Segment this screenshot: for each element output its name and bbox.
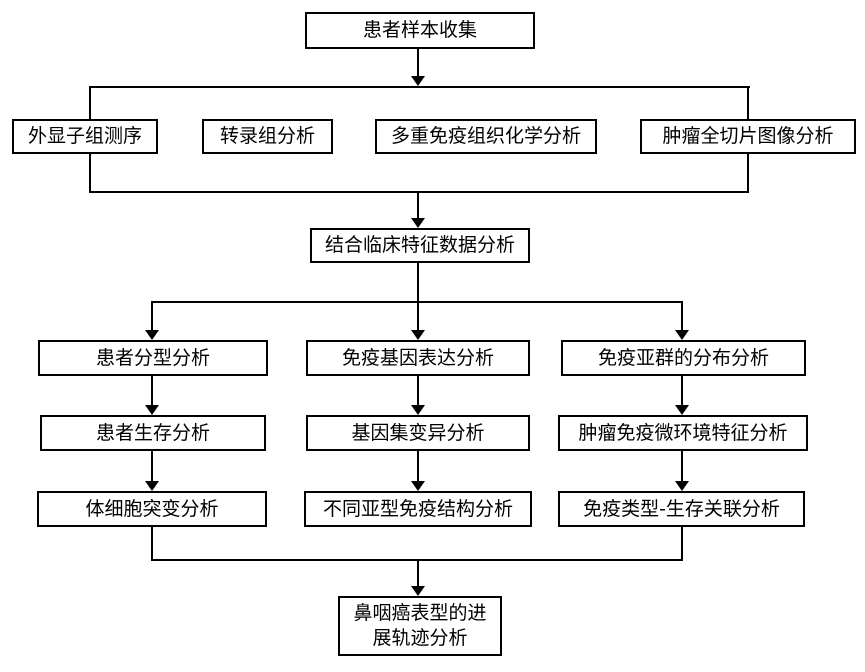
node-whole-exome-sequencing: 外显子组测序 bbox=[12, 119, 158, 154]
join-left-line bbox=[151, 527, 153, 561]
connector-col1-r1-r2 bbox=[151, 376, 153, 407]
node-patient-sample-collection: 患者样本收集 bbox=[305, 12, 535, 49]
node-patient-subtyping-analysis: 患者分型分析 bbox=[38, 340, 268, 376]
node-immune-type-survival-association-analysis: 免疫类型-生存关联分析 bbox=[558, 491, 805, 527]
connector-col2-r2-r3 bbox=[417, 451, 419, 483]
node-npc-phenotype-trajectory-analysis: 鼻咽癌表型的进 展轨迹分析 bbox=[338, 596, 502, 656]
node-subtype-immune-structure-analysis: 不同亚型免疫结构分析 bbox=[304, 491, 532, 527]
connector-col3-r2-r3 bbox=[681, 451, 683, 483]
node-immune-gene-expression-analysis: 免疫基因表达分析 bbox=[306, 340, 530, 376]
bracket-top-line bbox=[89, 86, 750, 88]
arrowhead-col1-r2 bbox=[145, 405, 159, 415]
join-right-line bbox=[681, 527, 683, 561]
arrowhead-join-to-final bbox=[411, 586, 425, 596]
arrowhead-col1-r3 bbox=[145, 481, 159, 491]
connector-bracket-to-clinical bbox=[417, 191, 419, 220]
npc-trajectory-line1: 鼻咽癌表型的进 bbox=[353, 602, 487, 625]
arrowhead-col2-r2 bbox=[411, 405, 425, 415]
node-transcriptome-analysis: 转录组分析 bbox=[202, 119, 333, 154]
arrowhead-branch-center bbox=[411, 330, 425, 340]
node-immune-subpopulation-distribution-analysis: 免疫亚群的分布分析 bbox=[561, 340, 806, 376]
node-tumor-wsi-analysis: 肿瘤全切片图像分析 bbox=[640, 119, 856, 154]
connector-col2-r1-r2 bbox=[417, 376, 419, 407]
node-multiplex-ihc-analysis: 多重免疫组织化学分析 bbox=[375, 119, 597, 154]
arrowhead-sample-to-bracket bbox=[411, 76, 425, 86]
arrowhead-bracket-to-clinical bbox=[411, 218, 425, 228]
node-tumor-immune-microenvironment-analysis: 肿瘤免疫微环境特征分析 bbox=[558, 415, 808, 451]
arrowhead-branch-left bbox=[145, 330, 159, 340]
connector-sample-to-bracket bbox=[417, 49, 419, 78]
arrowhead-col2-r3 bbox=[411, 481, 425, 491]
node-somatic-mutation-analysis: 体细胞突变分析 bbox=[37, 491, 267, 527]
connector-col1-r2-r3 bbox=[151, 451, 153, 483]
bracket-bottom-line bbox=[89, 191, 749, 193]
connector-branch-center bbox=[417, 301, 419, 332]
npc-trajectory-line2: 展轨迹分析 bbox=[372, 627, 468, 649]
connector-branch-right bbox=[681, 301, 683, 332]
arrowhead-col3-r3 bbox=[675, 481, 689, 491]
arrowhead-col3-r2 bbox=[675, 405, 689, 415]
connector-join-to-final bbox=[417, 559, 419, 588]
node-gene-set-variation-analysis: 基因集变异分析 bbox=[306, 415, 530, 451]
connector-col3-r1-r2 bbox=[681, 376, 683, 407]
connector-clinical-to-branch bbox=[417, 263, 419, 303]
arrowhead-branch-right bbox=[675, 330, 689, 340]
node-clinical-feature-analysis: 结合临床特征数据分析 bbox=[310, 228, 530, 263]
node-patient-survival-analysis: 患者生存分析 bbox=[40, 415, 266, 451]
connector-branch-left bbox=[151, 301, 153, 332]
